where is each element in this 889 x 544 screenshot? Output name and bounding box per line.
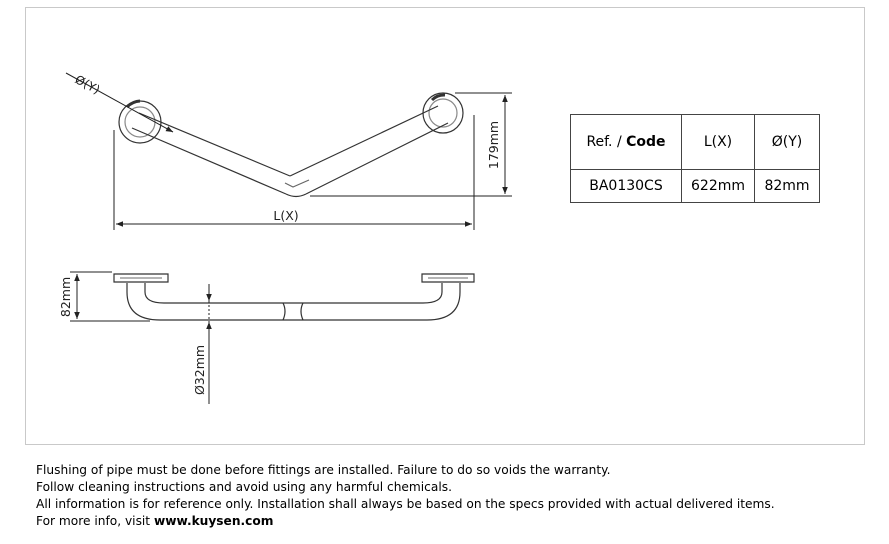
tube-left-edge-top	[138, 112, 291, 177]
right-flange-screw	[430, 93, 446, 102]
spec-table: Ref. / Code L(X) Ø(Y) BA0130CS 622mm 82m…	[570, 114, 820, 203]
spec-table-header: Ref. / Code L(X) Ø(Y)	[570, 114, 820, 170]
note-more-info: For more info, visit www.kuysen.com	[36, 513, 775, 530]
length-x-label: L(X)	[273, 208, 298, 223]
header-code-label: Code	[626, 134, 666, 150]
side-view-grab-bar	[113, 273, 475, 321]
left-flange-screw	[125, 99, 141, 109]
side-right-bend-inner	[422, 283, 443, 304]
note-flushing: Flushing of pipe must be done before fit…	[36, 463, 611, 477]
side-left-bend-inner	[144, 283, 165, 304]
side-right-bend-outer	[426, 283, 461, 321]
header-diameter: Ø(Y)	[754, 114, 820, 170]
projection-dimension	[70, 271, 150, 322]
tube-right-edge-top	[289, 105, 439, 177]
tube-joint-line	[284, 179, 310, 188]
cell-diameter: 82mm	[754, 169, 820, 203]
header-ref-label: Ref. /	[586, 134, 627, 150]
note-cleaning: Follow cleaning instructions and avoid u…	[36, 480, 452, 494]
side-joint-left	[282, 302, 286, 321]
length-x-dimension	[113, 115, 475, 230]
tube-diameter-label: Ø32mm	[192, 345, 207, 395]
note-reference: All information is for reference only. I…	[36, 497, 775, 511]
notes: Flushing of pipe must be done before fit…	[36, 462, 775, 530]
table-row: BA0130CS 622mm 82mm	[570, 169, 820, 203]
height-label: 179mm	[486, 121, 501, 169]
cell-code: BA0130CS	[570, 169, 682, 203]
tube-right-edge-bottom	[305, 122, 449, 195]
top-view-grab-bar	[118, 92, 464, 198]
drawing-frame	[25, 7, 865, 445]
cell-length: 622mm	[681, 169, 755, 203]
tube-elbow	[285, 193, 307, 198]
side-left-bend-outer	[126, 283, 161, 321]
tube-left-edge-bottom	[131, 127, 287, 195]
height-dimension	[310, 92, 512, 197]
header-ref-code: Ref. / Code	[570, 114, 682, 170]
right-flange-inner	[428, 98, 458, 128]
side-left-flange	[113, 273, 169, 283]
left-flange-inner	[124, 106, 156, 138]
website-link[interactable]: www.kuysen.com	[153, 514, 274, 528]
side-right-flange	[421, 273, 475, 283]
diameter-y-label: Ø(Y)	[73, 72, 103, 97]
side-joint-right	[300, 302, 304, 321]
projection-label: 82mm	[58, 277, 73, 317]
header-length: L(X)	[681, 114, 755, 170]
note-more-info-text: For more info, visit	[36, 514, 154, 528]
